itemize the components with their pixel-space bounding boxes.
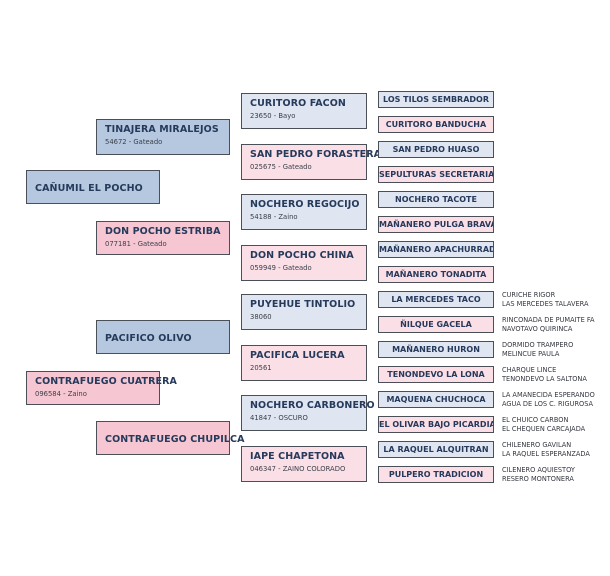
contrafuego-cuatrera-card[interactable]: CONTRAFUEGO CUATRERA 096584 - Zaino: [26, 371, 177, 405]
gen3-box-10[interactable]: ÑILQUE GACELA: [378, 316, 494, 333]
gen4-sire[interactable]: CHILENERO GAVILAN: [502, 441, 572, 449]
sire-name: TINAJERA MIRALEJOS: [105, 124, 219, 135]
gen3-box-11[interactable]: MAÑANERO HURON: [378, 341, 494, 358]
dam-card[interactable]: DON POCHO ESTRIBA 077181 - Gateado: [96, 221, 230, 255]
gen2-card-6[interactable]: PACIFICA LUCERA 20561: [241, 345, 367, 381]
gen4-sire[interactable]: RINCONADA DE PUMAITE FA: [502, 316, 595, 324]
gen2-card-5[interactable]: PUYEHUE TINTOLIO 38060: [241, 294, 367, 330]
gen2-name: PUYEHUE TINTOLIO: [250, 299, 356, 310]
gen2-card-2[interactable]: SAN PEDRO FORASTERA 025675 - Gateado: [241, 144, 382, 180]
gen4-sire[interactable]: CHARQUE LINCE: [502, 366, 557, 374]
gen2-info: 23650 - Bayo: [250, 112, 296, 120]
gen4-pair-8: CILENERO AQUIESTOY RESERO MONTONERA: [502, 466, 575, 483]
gen4-pair-6: EL CHUICO CARBON EL CHEQUEN CARCAJADA: [502, 416, 585, 433]
gen4-dam[interactable]: LA RAQUEL ESPERANZADA: [502, 449, 590, 458]
gen2-info: 059949 - Gateado: [250, 264, 312, 272]
gen4-dam[interactable]: EL CHEQUEN CARCAJADA: [502, 424, 586, 433]
gen4-pair-2: RINCONADA DE PUMAITE FA NAVOTAVO QUIRINC…: [502, 316, 595, 333]
gen2-info: 025675 - Gateado: [250, 163, 312, 171]
gen4-sire[interactable]: EL CHUICO CARBON: [502, 416, 569, 424]
gen4-sire[interactable]: LA AMANECIDA ESPERANDO: [502, 391, 595, 399]
gen2-card-3[interactable]: NOCHERO REGOCIJO 54188 - Zaino: [241, 194, 367, 230]
gen3-box-2[interactable]: CURITORO BANDUCHA: [378, 116, 494, 133]
gen2-info: 54188 - Zaino: [250, 213, 298, 221]
dam-info: 077181 - Gateado: [105, 240, 167, 248]
gen2-info: 41847 - OSCURO: [250, 414, 308, 422]
gen4-sire[interactable]: CURICHE RIGOR: [502, 291, 556, 299]
gen3-box-14[interactable]: EL OLIVAR BAJO PICARDIA: [378, 416, 494, 433]
gen2-name: NOCHERO CARBONERO: [250, 400, 375, 411]
pacifico-olivo-card[interactable]: PACIFICO OLIVO: [96, 320, 230, 354]
gen2-name: DON POCHO CHINA: [250, 250, 354, 261]
gen4-dam[interactable]: NAVOTAVO QUIRINCA: [502, 324, 573, 333]
gen3-box-5[interactable]: NOCHERO TACOTE: [378, 191, 494, 208]
gen2-info: 20561: [250, 364, 272, 372]
contrafuego-cuatrera-name: CONTRAFUEGO CUATRERA: [35, 376, 177, 387]
dam-name: DON POCHO ESTRIBA: [105, 226, 221, 237]
gen2-info: 38060: [250, 313, 272, 321]
gen3-box-13[interactable]: MAQUENA CHUCHOCA: [378, 391, 494, 408]
gen2-card-1[interactable]: CURITORO FACON 23650 - Bayo: [241, 93, 367, 129]
gen2-name: IAPE CHAPETONA: [250, 451, 345, 462]
gen2-card-4[interactable]: DON POCHO CHINA 059949 - Gateado: [241, 245, 367, 281]
gen3-box-8[interactable]: MAÑANERO TONADITA: [378, 266, 494, 283]
subject-name: CAÑUMIL EL POCHO: [35, 183, 143, 194]
sire-card[interactable]: TINAJERA MIRALEJOS 54672 - Gateado: [96, 119, 230, 155]
contrafuego-chupilca-name: CONTRAFUEGO CHUPILCA: [105, 434, 245, 445]
gen4-dam[interactable]: AGUA DE LOS C. RIGUROSA: [502, 399, 594, 408]
gen4-dam[interactable]: MELINCUE PAULA: [502, 349, 560, 358]
gen4-sire[interactable]: DORMIDO TRAMPERO: [502, 341, 574, 349]
gen4-pair-4: CHARQUE LINCE TENONDEVO LA SALTONA: [502, 366, 587, 383]
gen3-box-3[interactable]: SAN PEDRO HUASO: [378, 141, 494, 158]
gen3-box-12[interactable]: TENONDEVO LA LONA: [378, 366, 494, 383]
gen3-box-9[interactable]: LA MERCEDES TACO: [378, 291, 494, 308]
gen2-name: NOCHERO REGOCIJO: [250, 199, 360, 210]
gen2-name: CURITORO FACON: [250, 98, 346, 109]
gen2-card-7[interactable]: NOCHERO CARBONERO 41847 - OSCURO: [241, 395, 375, 431]
gen3-box-1[interactable]: LOS TILOS SEMBRADOR: [378, 91, 494, 108]
gen3-box-6[interactable]: MAÑANERO PULGA BRAVA: [378, 216, 494, 233]
gen4-pair-1: CURICHE RIGOR LAS MERCEDES TALAVERA: [502, 291, 588, 308]
gen2-name: SAN PEDRO FORASTERA: [250, 149, 382, 160]
gen2-card-8[interactable]: IAPE CHAPETONA 046347 - ZAINO COLORADO: [241, 446, 367, 482]
pacifico-olivo-name: PACIFICO OLIVO: [105, 333, 192, 344]
sire-info: 54672 - Gateado: [105, 138, 163, 146]
contrafuego-cuatrera-info: 096584 - Zaino: [35, 390, 87, 398]
gen3-box-15[interactable]: LA RAQUEL ALQUITRAN: [378, 441, 494, 458]
gen2-info: 046347 - ZAINO COLORADO: [250, 465, 346, 473]
gen4-pair-3: DORMIDO TRAMPERO MELINCUE PAULA: [502, 341, 573, 358]
gen3-box-16[interactable]: PULPERO TRADICION: [378, 466, 494, 483]
gen4-dam[interactable]: TENONDEVO LA SALTONA: [502, 374, 587, 383]
gen3-box-4[interactable]: SEPULTURAS SECRETARIA: [378, 166, 494, 183]
gen4-dam[interactable]: LAS MERCEDES TALAVERA: [502, 299, 589, 308]
gen4-pair-5: LA AMANECIDA ESPERANDO AGUA DE LOS C. RI…: [502, 391, 595, 408]
gen3-box-7[interactable]: MAÑANERO APACHURRADO: [378, 241, 494, 258]
gen4-sire[interactable]: CILENERO AQUIESTOY: [502, 466, 575, 474]
subject-card[interactable]: CAÑUMIL EL POCHO: [26, 170, 160, 204]
gen4-dam[interactable]: RESERO MONTONERA: [502, 474, 574, 483]
contrafuego-chupilca-card[interactable]: CONTRAFUEGO CHUPILCA: [96, 421, 245, 455]
gen2-name: PACIFICA LUCERA: [250, 350, 345, 361]
gen4-pair-7: CHILENERO GAVILAN LA RAQUEL ESPERANZADA: [502, 441, 590, 458]
